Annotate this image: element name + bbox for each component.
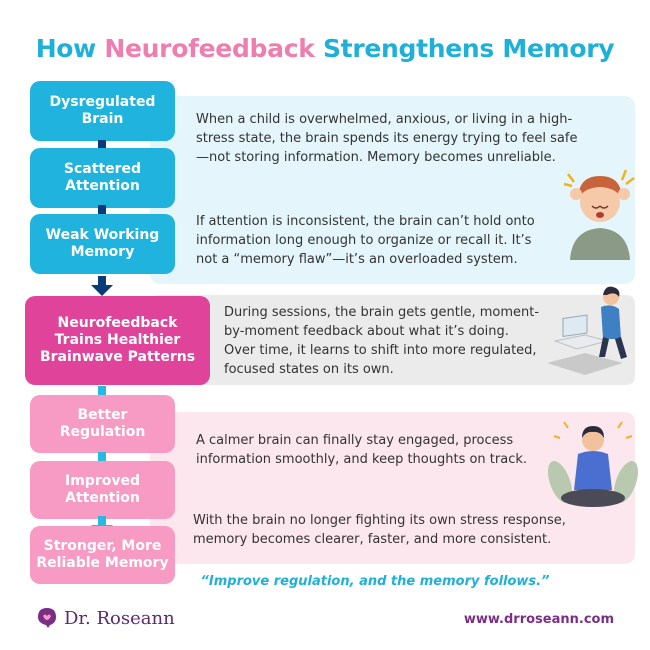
neurofeedback-panel [150, 295, 635, 385]
page-title: How Neurofeedback Strengthens Memory [35, 34, 615, 63]
description-overloaded: If attention is inconsistent, the brain … [196, 214, 535, 267]
title-highlight: Neurofeedback [104, 34, 315, 63]
stress-panel [150, 96, 635, 284]
meditating-person-illustration [548, 421, 638, 507]
description-stronger-memory: With the brain no longer fighting its ow… [193, 513, 566, 547]
description-neurofeedback: During sessions, the brain gets gentle, … [224, 305, 540, 377]
website-url: www.drroseann.com [463, 612, 614, 627]
closing-quote: “Improve regulation, and the memory foll… [200, 574, 550, 589]
child-at-laptop-illustration [547, 286, 627, 375]
brand-logo: Dr. Roseann [36, 607, 175, 629]
brain-logo-icon [38, 608, 56, 628]
stressed-child-illustration [563, 169, 635, 260]
description-dysregulated: When a child is overwhelmed, anxious, or… [196, 112, 578, 165]
arrow-down-icon [91, 276, 113, 296]
description-calmer-brain: A calmer brain can finally stay engaged,… [196, 433, 528, 467]
brand-name: Dr. Roseann [64, 607, 175, 629]
